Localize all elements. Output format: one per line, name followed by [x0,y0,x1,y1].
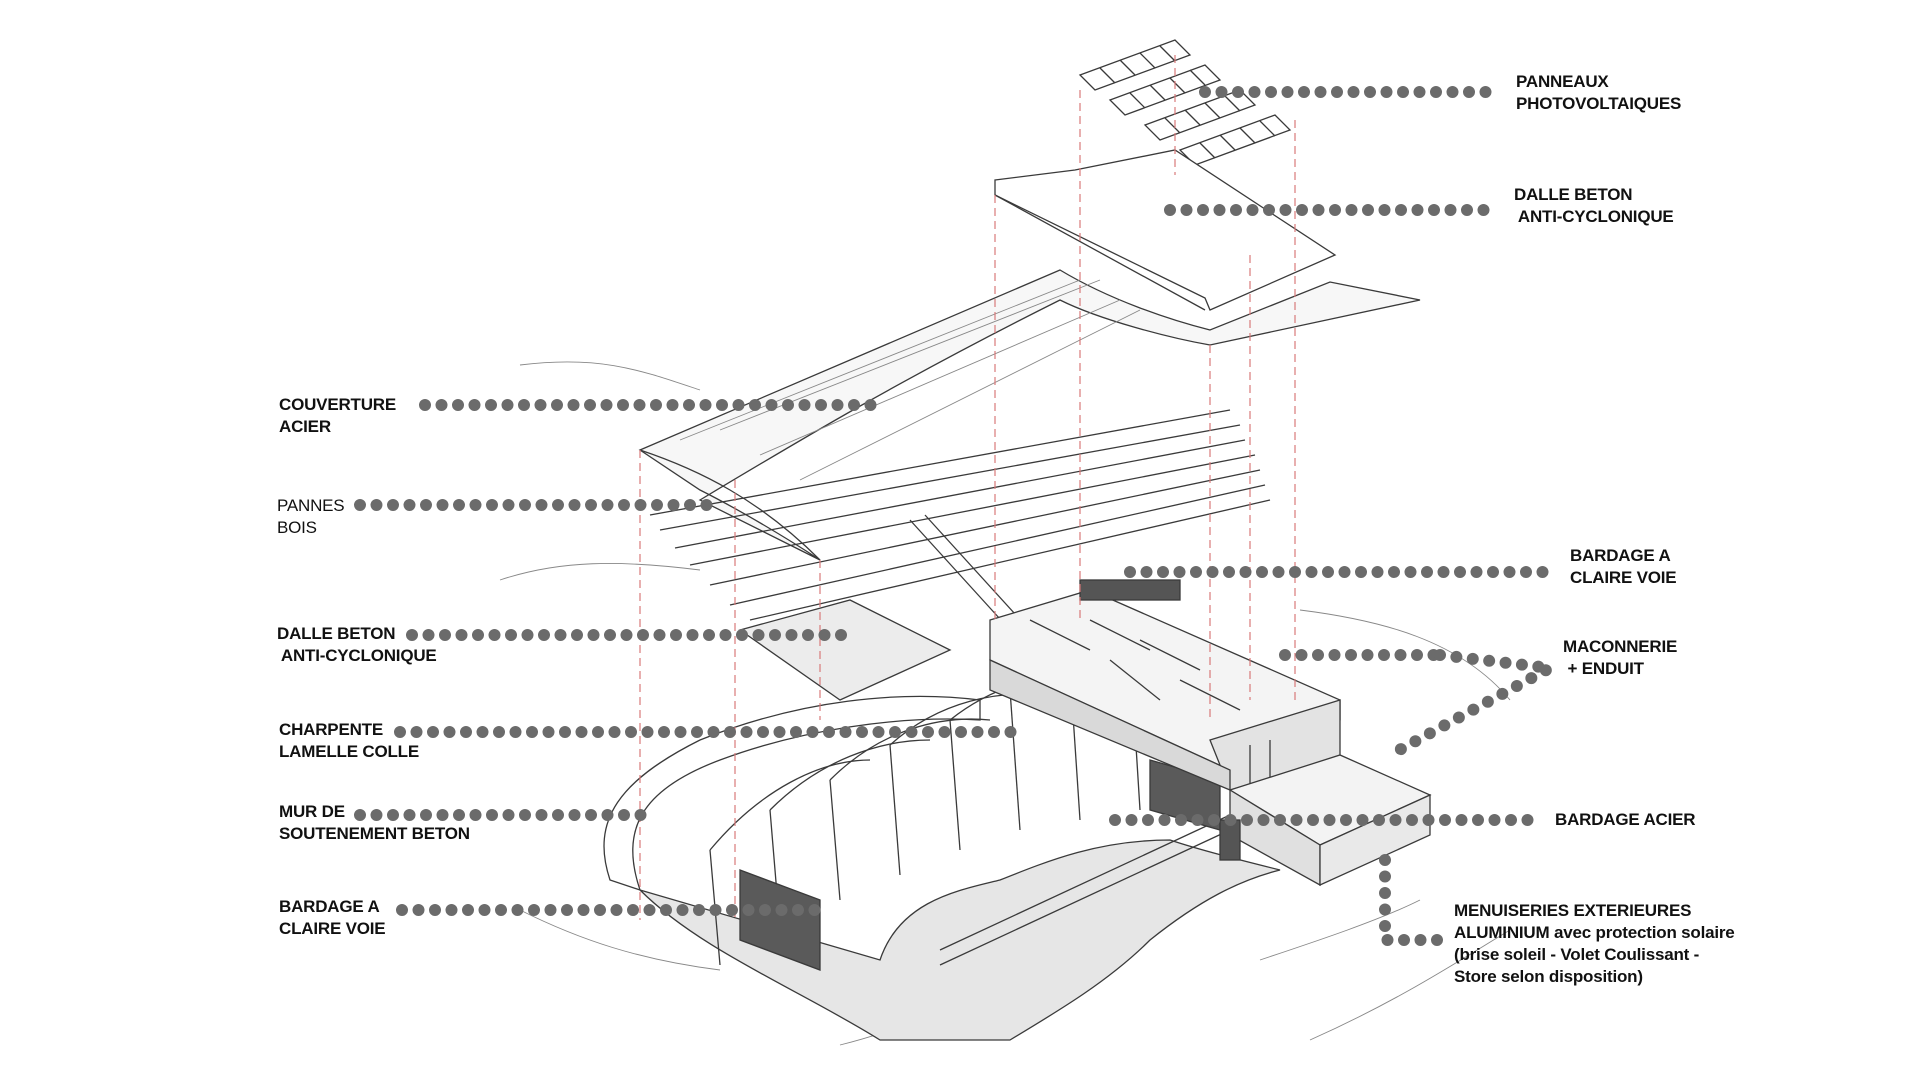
callout-line: DALLE BETON [277,624,396,643]
callout-line: MUR DE [279,802,345,821]
callout-menuiseries-exterieures: MENUISERIES EXTERIEURES ALUMINIUM avec p… [1454,900,1735,988]
callout-panneaux-photovoltaiques: PANNEAUX PHOTOVOLTAIQUES [1516,71,1681,115]
callout-line: CHARPENTE [279,720,383,739]
callout-pannes-bois: PANNES BOIS [277,495,345,539]
callout-bardage-claire-voie-bas: BARDAGE A CLAIRE VOIE [279,896,386,940]
callout-mur-soutenement-beton: MUR DE SOUTENEMENT BETON [279,801,470,845]
leader-maconnerie-enduit-diagonal [1384,649,1570,761]
callout-line: ANTI-CYCLONIQUE [1514,207,1674,226]
callout-line: BARDAGE A [279,897,380,916]
leader-menuiseries-exterieures [1379,854,1446,946]
callout-line: MENUISERIES EXTERIEURES [1454,901,1692,920]
callout-line: PANNEAUX [1516,72,1609,91]
callout-maconnerie-enduit: MACONNERIE + ENDUIT [1563,636,1677,680]
callout-line: CLAIRE VOIE [279,919,386,938]
callout-line: CLAIRE VOIE [1570,568,1677,587]
callout-line: ANTI-CYCLONIQUE [277,646,437,665]
timber-purlins [649,409,1271,631]
callout-line: DALLE BETON [1514,185,1633,204]
callout-couverture-acier: COUVERTURE ACIER [279,394,396,438]
callout-bardage-acier: BARDAGE ACIER [1555,809,1696,831]
callout-line: LAMELLE COLLE [279,742,419,761]
callout-line: PANNES [277,496,345,515]
solar-panels [1078,39,1292,166]
callout-line: Store selon disposition) [1454,967,1643,986]
left-concrete-slab [738,599,952,701]
callout-dalle-beton-haut: DALLE BETON ANTI-CYCLONIQUE [1514,184,1674,228]
callout-line: MACONNERIE [1563,637,1678,656]
callout-line: ACIER [279,417,331,436]
callout-line: PHOTOVOLTAIQUES [1516,94,1682,113]
callout-bardage-claire-voie-haut: BARDAGE A CLAIRE VOIE [1570,545,1677,589]
annex-steel-cladding [1219,754,1432,887]
callout-line: BARDAGE ACIER [1555,810,1696,829]
steel-roof [638,269,1421,561]
callout-line: ALUMINIUM avec protection solaire [1454,923,1735,942]
callout-line: BARDAGE A [1570,546,1671,565]
masonry-block [989,579,1341,791]
callout-dalle-beton-gauche: DALLE BETON ANTI-CYCLONIQUE [277,623,437,667]
leader-lines [354,86,1570,946]
callout-charpente-lamelle-colle: CHARPENTE LAMELLE COLLE [279,719,419,763]
projection-lines [639,55,1296,920]
callout-line: BOIS [277,518,317,537]
callout-line: COUVERTURE [279,395,397,414]
building-drawing [499,39,1511,1046]
callout-line: (brise soleil - Volet Coulissant - [1454,945,1700,964]
callout-line: + ENDUIT [1563,659,1645,678]
callout-line: SOUTENEMENT BETON [279,824,470,843]
